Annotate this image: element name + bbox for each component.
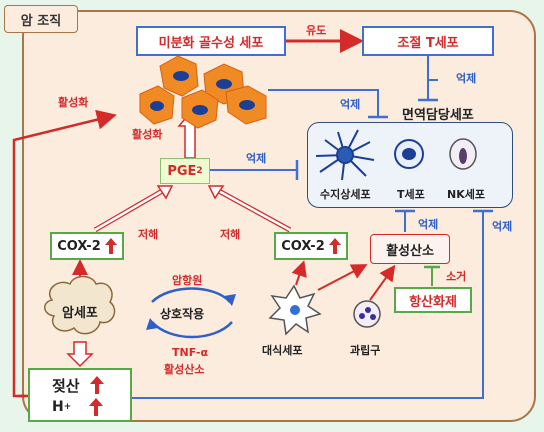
cox2-right-label: COX-2 bbox=[281, 238, 325, 254]
treg-suppress-label: 억제 bbox=[456, 72, 477, 85]
lactic-box: 젖산 H+ bbox=[28, 368, 132, 422]
cox-right-inhibit-arrow bbox=[207, 185, 292, 233]
inhibit-right-label: 저해 bbox=[220, 228, 241, 241]
t-cell-icon bbox=[394, 139, 424, 169]
proton-label: H bbox=[52, 398, 64, 415]
immune-title: 면역담당세포 bbox=[402, 108, 474, 123]
ros-suppress-label: 억제 bbox=[418, 218, 439, 231]
pge-suppress-label: 억제 bbox=[246, 152, 267, 165]
induce-label: 유도 bbox=[306, 24, 327, 37]
activate-cells-label: 활성화 bbox=[132, 128, 163, 141]
cox2-left-label: COX-2 bbox=[57, 238, 101, 254]
tnf-label: TNF-α bbox=[172, 346, 209, 359]
cox2-right-box: COX-2 bbox=[274, 232, 348, 260]
tcell-label: T세포 bbox=[397, 188, 425, 201]
up-arrow-icon bbox=[89, 376, 104, 394]
scavenge-label: 소거 bbox=[446, 270, 467, 283]
cancer-to-lactic-arrow bbox=[66, 341, 94, 368]
ros-box: 활성산소 bbox=[370, 234, 450, 264]
antioxidant-box: 항산화제 bbox=[394, 287, 472, 313]
lactic-suppress-line bbox=[130, 212, 484, 399]
carcinogen-label: 암항원 bbox=[172, 274, 203, 287]
inhibit-left-label: 저해 bbox=[138, 228, 159, 241]
pge2-label: PGE bbox=[167, 163, 197, 179]
up-arrow-icon bbox=[104, 238, 117, 254]
dendritic-label: 수지상세포 bbox=[320, 188, 371, 201]
pge2-subscript: 2 bbox=[196, 166, 203, 176]
tnf-ros-label: 활성산소 bbox=[164, 363, 205, 376]
msc-suppress-line bbox=[268, 89, 379, 116]
msc-suppress-label: 억제 bbox=[340, 98, 361, 111]
cancer-tissue-region bbox=[22, 10, 536, 422]
cox-left-inhibit-arrow bbox=[93, 185, 174, 233]
proton-superscript: + bbox=[63, 401, 72, 412]
dendritic-cell-icon bbox=[315, 129, 375, 181]
lactic-suppress-label: 억제 bbox=[492, 220, 513, 233]
myeloid-cells-cluster bbox=[139, 55, 267, 129]
interaction-cycle-bottom bbox=[151, 321, 233, 339]
msc-box: 미분화 골수성 세포 bbox=[136, 26, 286, 56]
cancer-cell-label: 암세포 bbox=[62, 306, 98, 321]
interaction-label: 상호작용 bbox=[160, 307, 205, 321]
up-arrow-icon bbox=[89, 397, 104, 416]
granulocyte-label: 과립구 bbox=[350, 344, 381, 357]
activate-top-label: 활성화 bbox=[58, 96, 89, 109]
region-label: 암 조직 bbox=[4, 5, 78, 33]
nk-cell-icon bbox=[449, 138, 477, 170]
interaction-cycle-top bbox=[151, 287, 231, 303]
cox2-left-box: COX-2 bbox=[50, 232, 124, 260]
treg-box: 조절 T세포 bbox=[362, 26, 494, 56]
nkcell-label: NK세포 bbox=[447, 188, 485, 201]
up-arrow-icon bbox=[328, 238, 341, 254]
lactic-label: 젖산 bbox=[52, 376, 80, 395]
macrophage-label: 대식세포 bbox=[262, 344, 303, 357]
